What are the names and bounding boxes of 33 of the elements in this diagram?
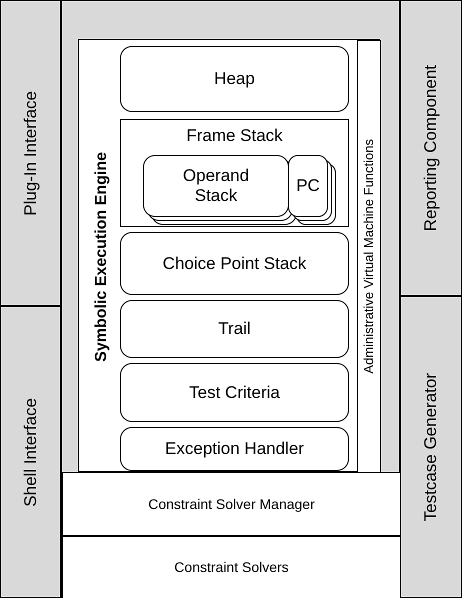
node-label: Administrative Virtual Machine Functions	[362, 139, 376, 374]
node-label: Test Criteria	[188, 382, 281, 404]
node-label: Operand Stack	[182, 165, 250, 207]
vertical-panel	[400, 296, 462, 598]
vertical-panel	[357, 40, 381, 473]
rounded-box	[120, 363, 349, 422]
rounded-box	[288, 155, 328, 217]
box	[62, 472, 401, 536]
node-label: Heap	[213, 68, 256, 90]
vertical-panel	[400, 0, 462, 296]
rounded-box	[120, 427, 349, 471]
node-label: Testcase Generator	[421, 372, 441, 522]
node-label: Symbolic Execution Engine	[92, 152, 111, 362]
box	[62, 536, 401, 598]
rounded-box	[120, 232, 349, 295]
node-label: Frame Stack	[185, 126, 284, 146]
node-label: PC	[295, 175, 321, 198]
node-label: Reporting Component	[421, 64, 441, 232]
vertical-panel	[78, 39, 380, 472]
node-label: Shell Interface	[20, 398, 40, 506]
rounded-box	[120, 300, 349, 358]
node-label: Constraint Solver Manager	[147, 494, 316, 514]
vertical-panel	[0, 0, 61, 306]
panel	[61, 0, 400, 598]
node-label: Constraint Solvers	[173, 558, 290, 578]
node-label: Plug-In Interface	[20, 90, 40, 216]
vertical-panel	[0, 306, 61, 598]
rounded-box	[143, 155, 289, 217]
node-label: Choice Point Stack	[162, 252, 308, 275]
node-label: Trail	[217, 318, 252, 340]
rounded-box	[120, 46, 349, 112]
node-label: Exception Handler	[164, 438, 305, 460]
box	[120, 119, 349, 227]
